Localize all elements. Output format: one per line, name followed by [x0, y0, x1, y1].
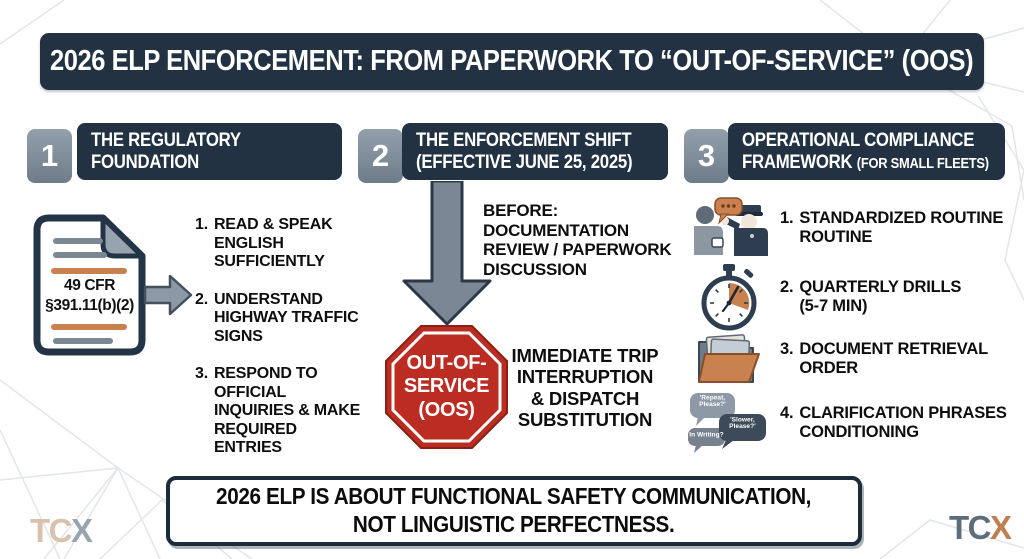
framework-item-1-text: 1. STANDARDIZED ROUTINE ROUTINE	[780, 209, 1003, 248]
section-1-number-label: 1	[40, 138, 59, 173]
framework-item-2-text: 2. QUARTERLY DRILLS (5-7 MIN)	[780, 278, 961, 317]
framework-item-3-text: 3. DOCUMENT RETRIEVAL ORDER	[780, 340, 988, 379]
title-bar: 2026 ELP ENFORCEMENT: FROM PAPERWORK TO …	[40, 33, 984, 90]
oos-line2: SERVICE	[403, 375, 490, 398]
section-2-title-line2: (EFFECTIVE JUNE 25, 2025)	[416, 150, 633, 173]
right-arrow-icon	[143, 274, 193, 316]
doc-line-orange-2	[51, 324, 127, 330]
out-of-service-stop-sign-icon	[385, 325, 508, 449]
item-text: READ & SPEAK ENGLISH SUFFICIENTLY	[213, 216, 333, 271]
stopwatch-icon	[701, 264, 757, 331]
item-text: CLARIFICATION PHRASES CONDITIONING	[799, 403, 1007, 441]
list-item: 1. READ & SPEAK ENGLISH SUFFICIENTLY	[195, 216, 365, 272]
tcx-logo-tc: TC	[30, 512, 73, 549]
before-description: BEFORE: DOCUMENTATION REVIEW / PAPERWORK…	[483, 201, 672, 279]
tcx-logo-x: X	[990, 509, 1012, 546]
doc-line-gray-2	[53, 252, 107, 258]
framework-item-1-icon-box	[688, 196, 770, 260]
section-3-title-line2-main: FRAMEWORK	[742, 150, 853, 173]
tcx-logo-right: TCX	[949, 509, 1012, 547]
item-number: 4.	[780, 403, 794, 422]
section-1-number: 1	[27, 129, 72, 183]
section-3-title-line1: OPERATIONAL COMPLIANCE	[742, 128, 975, 151]
list-item: 2. UNDERSTAND HIGHWAY TRAFFIC SIGNS	[195, 291, 365, 347]
tcx-logo-x: X	[71, 512, 93, 549]
section-3-number-label: 3	[697, 138, 716, 173]
folder-documents-icon	[698, 334, 760, 383]
framework-item-2-icon-box	[688, 263, 770, 331]
framework-item-3-icon-box	[688, 330, 770, 388]
framework-item-4-text: 4. CLARIFICATION PHRASES CONDITIONING	[780, 404, 1007, 443]
section-3-title-line2: FRAMEWORK (FOR SMALL FLEETS)	[742, 150, 989, 174]
item-number: 1.	[780, 208, 794, 227]
regulatory-requirements-list: 1. READ & SPEAK ENGLISH SUFFICIENTLY 2. …	[195, 216, 365, 458]
item-number: 1.	[195, 216, 208, 233]
key-message-banner: 2026 ELP IS ABOUT FUNCTIONAL SAFETY COMM…	[166, 476, 862, 546]
banner-line2: NOT LINGUISTIC PERFECTNESS.	[353, 511, 675, 537]
section-1-title-line2: FOUNDATION	[91, 150, 199, 173]
item-number: 2.	[780, 277, 794, 296]
driver-officer-conversation-icon	[694, 197, 768, 256]
speech-bubbles-shapes	[688, 393, 766, 453]
framework-item-3: 3. DOCUMENT RETRIEVAL ORDER	[688, 328, 1008, 390]
item-text: RESPOND TO OFFICIAL INQUIRIES & MAKE REQ…	[213, 365, 361, 457]
oos-line1: OUT-OF-	[406, 351, 487, 374]
bubble-in-writing: In Writing?	[689, 431, 724, 439]
item-number: 2.	[195, 290, 208, 308]
framework-item-4: 'Repeat, Please?' 'Slower, Please?' In W…	[688, 390, 1008, 456]
regulation-document-content: 49 CFR §391.11(b)(2)	[33, 214, 146, 356]
item-text: UNDERSTAND HIGHWAY TRAFFIC SIGNS	[213, 290, 359, 345]
item-number: 3.	[195, 365, 208, 383]
tcx-logo-tc: TC	[949, 509, 992, 546]
doc-line-orange-1	[51, 268, 127, 274]
bubble-repeat-please: 'Repeat, Please?'	[699, 394, 726, 409]
cfr-citation: 49 CFR §391.11(b)(2)	[45, 277, 134, 315]
section-2-title-line1: THE ENFORCEMENT SHIFT	[416, 128, 632, 151]
item-text: DOCUMENT RETRIEVAL ORDER	[799, 339, 988, 377]
doc-line-gray-1	[53, 238, 103, 244]
item-text: QUARTERLY DRILLS (5-7 MIN)	[799, 277, 962, 315]
banner-line1: 2026 ELP IS ABOUT FUNCTIONAL SAFETY COMM…	[216, 483, 812, 510]
tcx-logo-left: TCX	[30, 512, 93, 550]
page-title: 2026 ELP ENFORCEMENT: FROM PAPERWORK TO …	[50, 45, 974, 77]
section-2-header: THE ENFORCEMENT SHIFT (EFFECTIVE JUNE 25…	[402, 123, 668, 180]
item-text: STANDARDIZED ROUTINE ROUTINE	[799, 208, 1004, 246]
framework-item-4-icon-box: 'Repeat, Please?' 'Slower, Please?' In W…	[688, 391, 770, 455]
section-1-header: THE REGULATORY FOUNDATION	[77, 123, 342, 180]
doc-line-gray-3	[53, 338, 113, 344]
out-of-service-label: OUT-OF- SERVICE (OOS)	[384, 324, 509, 450]
section-3-number: 3	[684, 129, 729, 183]
section-2-number-label: 2	[371, 138, 390, 173]
section-2-number: 2	[358, 129, 403, 183]
oos-line3: (OOS)	[418, 398, 475, 421]
out-of-service-stop-sign: OUT-OF- SERVICE (OOS)	[384, 324, 509, 450]
framework-item-2: 2. QUARTERLY DRILLS (5-7 MIN)	[688, 262, 1008, 332]
list-item: 3. RESPOND TO OFFICIAL INQUIRIES & MAKE …	[195, 365, 365, 458]
item-number: 3.	[780, 339, 794, 358]
speech-bubbles-icon: 'Repeat, Please?' 'Slower, Please?' In W…	[688, 391, 770, 455]
section-1-title-line1: THE REGULATORY	[91, 128, 241, 151]
section-3-title-line2-paren: (FOR SMALL FLEETS)	[856, 154, 989, 172]
bubble-slower-please: 'Slower, Please?'	[729, 416, 756, 431]
after-description: IMMEDIATE TRIP INTERRUPTION & DISPATCH S…	[511, 345, 659, 430]
framework-item-1: 1. STANDARDIZED ROUTINE ROUTINE	[688, 195, 1008, 261]
regulation-document: 49 CFR §391.11(b)(2)	[33, 214, 146, 356]
down-arrow-icon	[402, 181, 492, 326]
section-3-header: OPERATIONAL COMPLIANCE FRAMEWORK (FOR SM…	[728, 123, 1005, 180]
